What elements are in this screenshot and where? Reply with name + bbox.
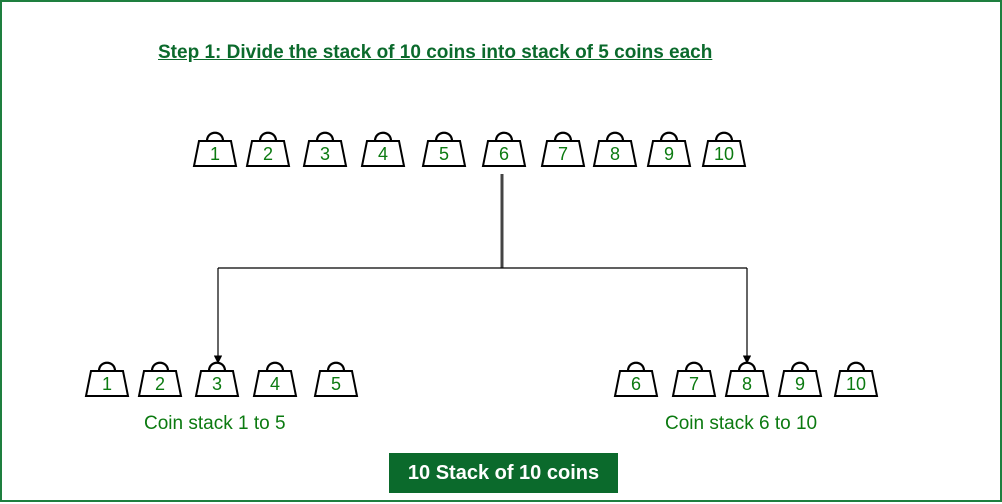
weight-label: 2 [263, 144, 273, 164]
weight-label: 8 [610, 144, 620, 164]
weight-label: 2 [155, 374, 165, 394]
weight-label: 7 [689, 374, 699, 394]
weight-label: 1 [210, 144, 220, 164]
weight-icon: 4 [252, 361, 298, 397]
top-row-weights: 1 2 3 4 5 6 7 8 9 10 [192, 131, 747, 167]
weight-icon: 6 [481, 131, 527, 167]
weight-label: 3 [212, 374, 222, 394]
weight-icon: 5 [313, 361, 359, 397]
weight-icon: 9 [777, 361, 823, 397]
left-group-weights: 1 2 3 4 5 [84, 361, 359, 397]
weight-label: 5 [331, 374, 341, 394]
weight-label: 6 [631, 374, 641, 394]
weight-icon: 9 [646, 131, 692, 167]
weight-icon: 1 [192, 131, 238, 167]
weight-icon: 3 [302, 131, 348, 167]
right-group-label: Coin stack 6 to 10 [665, 413, 818, 434]
weight-icon: 10 [701, 131, 747, 167]
weight-label: 6 [499, 144, 509, 164]
weight-icon: 8 [724, 361, 770, 397]
weight-icon: 6 [613, 361, 659, 397]
weight-label: 7 [558, 144, 568, 164]
weight-label: 3 [320, 144, 330, 164]
weight-icon: 8 [592, 131, 638, 167]
weight-label: 4 [270, 374, 280, 394]
weight-icon: 10 [833, 361, 879, 397]
footer-box: 10 Stack of 10 coins [389, 453, 618, 493]
weight-label: 4 [378, 144, 388, 164]
right-group-weights: 6 7 8 9 10 [613, 361, 879, 397]
weight-label: 9 [795, 374, 805, 394]
weight-label: 10 [846, 374, 866, 394]
weight-icon: 2 [137, 361, 183, 397]
weight-icon: 4 [360, 131, 406, 167]
weight-label: 10 [714, 144, 734, 164]
weight-icon: 7 [671, 361, 717, 397]
left-group-label: Coin stack 1 to 5 [144, 413, 286, 434]
weight-label: 8 [742, 374, 752, 394]
weight-icon: 7 [540, 131, 586, 167]
step-title: Step 1: Divide the stack of 10 coins int… [158, 42, 713, 63]
weight-icon: 1 [84, 361, 130, 397]
weight-label: 1 [102, 374, 112, 394]
weight-label: 9 [664, 144, 674, 164]
weight-icon: 3 [194, 361, 240, 397]
weight-label: 5 [439, 144, 449, 164]
weight-icon: 2 [245, 131, 291, 167]
weight-icon: 5 [421, 131, 467, 167]
